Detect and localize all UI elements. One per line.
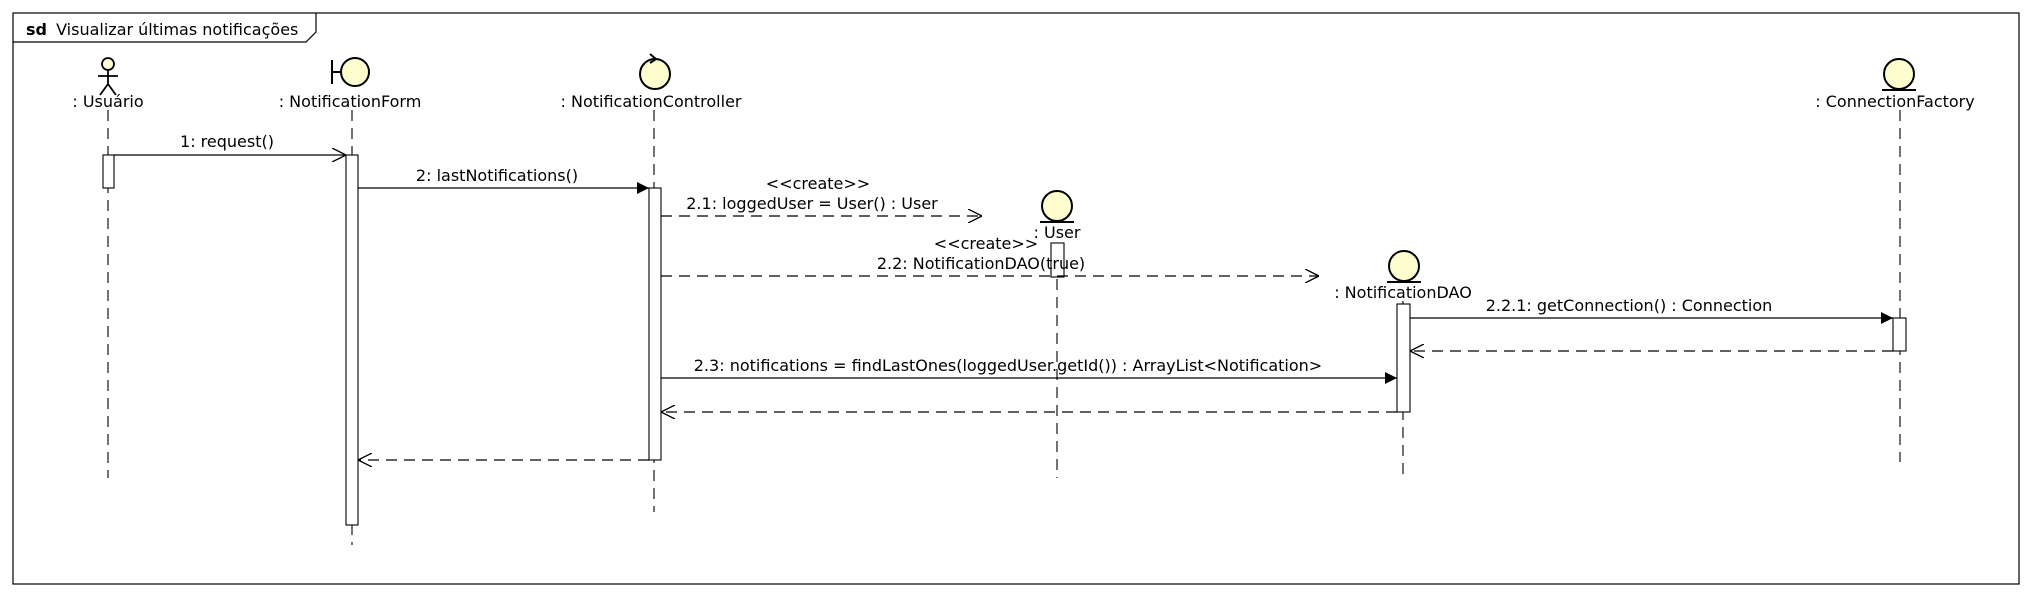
activation-form — [345, 154, 359, 526]
entity-icon — [1387, 250, 1421, 283]
participant-label: : User — [1034, 223, 1081, 242]
create-stereotype: <<create>> — [934, 234, 1038, 253]
activation-user — [1050, 242, 1065, 278]
participant-dao[interactable]: : NotificationDAO — [1334, 250, 1472, 302]
entity-icon — [1040, 190, 1074, 223]
entity-icon — [1882, 58, 1916, 91]
boundary-icon — [331, 57, 370, 87]
message-label: 1: request() — [180, 132, 274, 151]
control-icon — [639, 53, 671, 90]
message-2-2-1[interactable]: 2.2.1: getConnection() : Connection — [1410, 296, 1893, 324]
participant-user[interactable]: : User — [1034, 190, 1081, 242]
participant-form[interactable]: : NotificationForm — [279, 57, 422, 111]
participant-label: : ConnectionFactory — [1815, 92, 1974, 111]
message-2-1[interactable]: <<create>> 2.1: loggedUser = User() : Us… — [661, 174, 982, 216]
participant-label: : NotificationForm — [279, 92, 422, 111]
actor-icon — [98, 57, 118, 96]
message-2-3[interactable]: 2.3: notifications = findLastOnes(logged… — [661, 356, 1397, 384]
frame-title: Visualizar últimas notificações — [56, 20, 298, 39]
message-label: 2.1: loggedUser = User() : User — [686, 194, 938, 213]
frame-keyword: sd — [26, 20, 47, 39]
message-label: 2.2.1: getConnection() : Connection — [1486, 296, 1773, 315]
create-stereotype: <<create>> — [766, 174, 870, 193]
participant-label: : Usuário — [72, 92, 143, 111]
participant-controller[interactable]: : NotificationController — [561, 53, 742, 111]
participant-label: : NotificationDAO — [1334, 283, 1472, 302]
message-label: 2.2: NotificationDAO(true) — [877, 254, 1085, 273]
lifelines — [107, 110, 1901, 545]
message-1[interactable]: 1: request() — [114, 132, 346, 155]
participant-label: : NotificationController — [561, 92, 742, 111]
message-label: 2: lastNotifications() — [416, 166, 578, 185]
participant-factory[interactable]: : ConnectionFactory — [1815, 58, 1975, 111]
message-label: 2.3: notifications = findLastOnes(logged… — [694, 356, 1322, 375]
activation-dao — [1396, 303, 1411, 413]
svg-text:sd Visualizar últimas no: sd Visualizar últimas notificações — [26, 20, 298, 39]
participant-usuario[interactable]: : Usuário — [72, 57, 144, 111]
message-2-2[interactable]: <<create>> 2.2: NotificationDAO(true) — [661, 234, 1319, 276]
activation-factory — [1892, 317, 1907, 352]
activation-usuario — [102, 154, 115, 189]
message-2[interactable]: 2: lastNotifications() — [358, 166, 649, 194]
activations — [102, 154, 1907, 526]
diagram-frame: sd Visualizar últimas notificações — [12, 12, 2020, 585]
activation-controller — [648, 187, 662, 461]
